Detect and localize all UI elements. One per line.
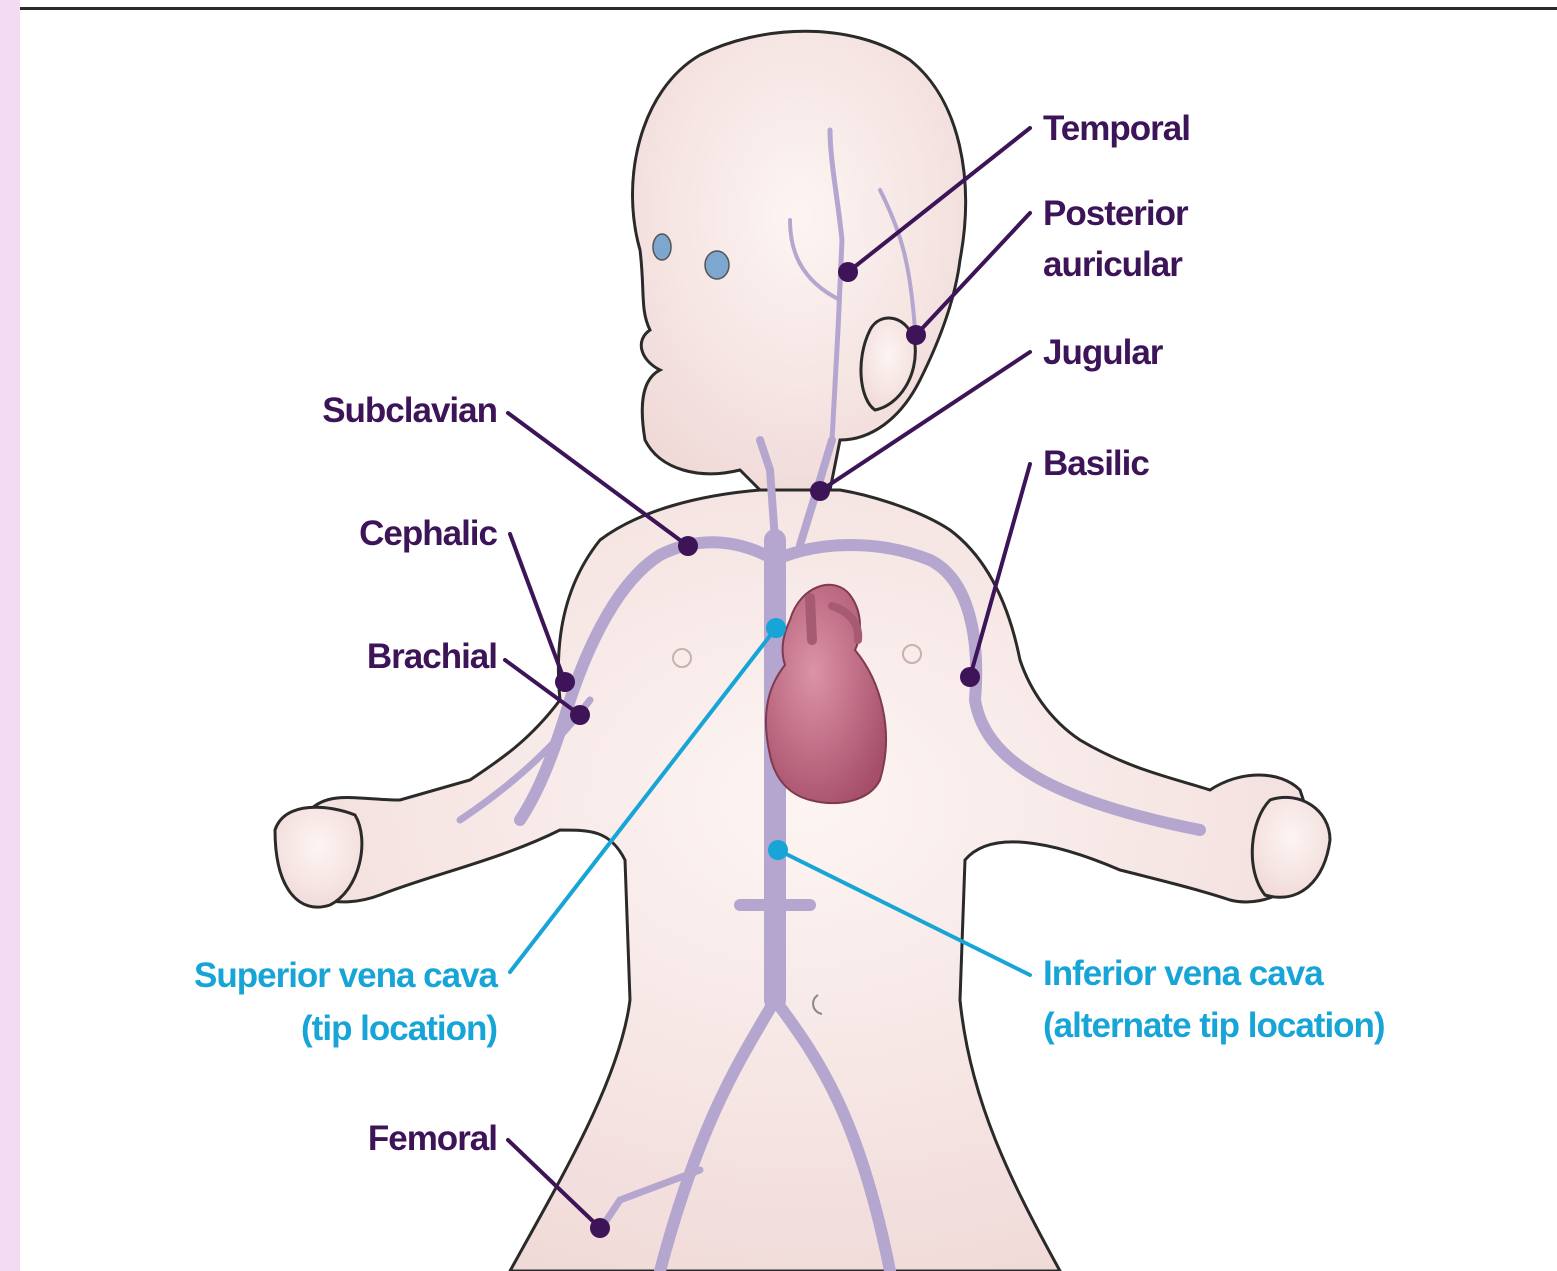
eye-right bbox=[653, 234, 671, 260]
subclavian-marker bbox=[678, 536, 698, 556]
eye-left bbox=[705, 251, 729, 279]
cephalic-leader bbox=[510, 534, 565, 682]
label-inferior-vena-cava-line2: (alternate tip location) bbox=[1043, 1006, 1385, 1045]
left-fist bbox=[1252, 797, 1330, 897]
label-cephalic: Cephalic bbox=[359, 514, 497, 553]
svc-marker bbox=[766, 618, 786, 638]
label-basilic: Basilic bbox=[1043, 444, 1149, 483]
jugular-marker bbox=[810, 481, 830, 501]
temporal-marker bbox=[838, 262, 858, 282]
label-femoral: Femoral bbox=[368, 1119, 497, 1158]
label-jugular: Jugular bbox=[1043, 333, 1164, 372]
label-brachial: Brachial bbox=[367, 637, 497, 676]
basilic-marker bbox=[960, 667, 980, 687]
label-posterior-auricular-line2: auricular bbox=[1043, 245, 1183, 284]
ivc-marker bbox=[768, 840, 788, 860]
brachial-marker bbox=[570, 705, 590, 725]
label-subclavian: Subclavian bbox=[322, 391, 497, 430]
label-superior-vena-cava-line2: (tip location) bbox=[301, 1009, 497, 1048]
cephalic-marker bbox=[555, 672, 575, 692]
posterior-auricular-marker bbox=[906, 325, 926, 345]
femoral-marker bbox=[590, 1218, 610, 1238]
label-inferior-vena-cava-line1: Inferior vena cava bbox=[1043, 954, 1324, 993]
label-posterior-auricular-line1: Posterior bbox=[1043, 194, 1189, 233]
label-temporal: Temporal bbox=[1043, 109, 1190, 148]
label-superior-vena-cava-line1: Superior vena cava bbox=[194, 956, 499, 995]
